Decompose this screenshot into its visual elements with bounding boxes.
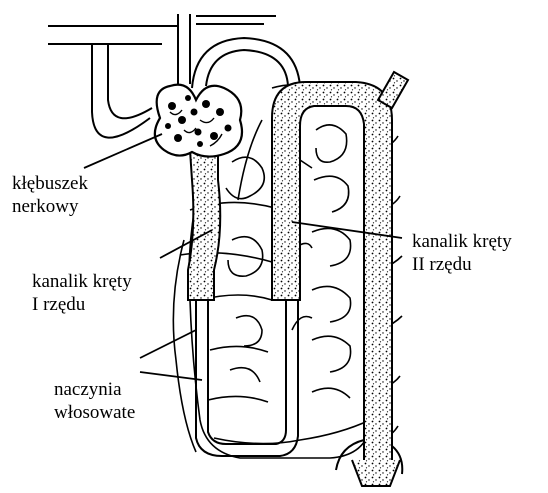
label-glomerulus: kłębuszek nerkowy	[12, 172, 88, 218]
label-capillaries: naczynia włosowate	[54, 378, 135, 424]
label-tubule-first-line-1: kanalik kręty	[32, 270, 132, 293]
label-tubule-second-line-2: II rzędu	[412, 253, 512, 276]
label-tubule-first: kanalik kręty I rzędu	[32, 270, 132, 316]
distal-tubule	[272, 82, 392, 470]
label-tubule-first-line-2: I rzędu	[32, 293, 132, 316]
label-capillaries-line-1: naczynia	[54, 378, 135, 401]
label-glomerulus-line-1: kłębuszek	[12, 172, 88, 195]
loop-of-henle	[196, 300, 298, 456]
label-tubule-second-line-1: kanalik kręty	[412, 230, 512, 253]
pointer-capillaries-2	[140, 372, 202, 380]
glomerulus	[155, 85, 242, 157]
label-tubule-second: kanalik kręty II rzędu	[412, 230, 512, 276]
pointer-capillaries-1	[140, 330, 196, 358]
pointer-glomerulus	[84, 134, 162, 168]
collecting-duct-top	[378, 72, 408, 108]
proximal-tubule	[188, 150, 220, 300]
label-capillaries-line-2: włosowate	[54, 401, 135, 424]
label-glomerulus-line-2: nerkowy	[12, 195, 88, 218]
